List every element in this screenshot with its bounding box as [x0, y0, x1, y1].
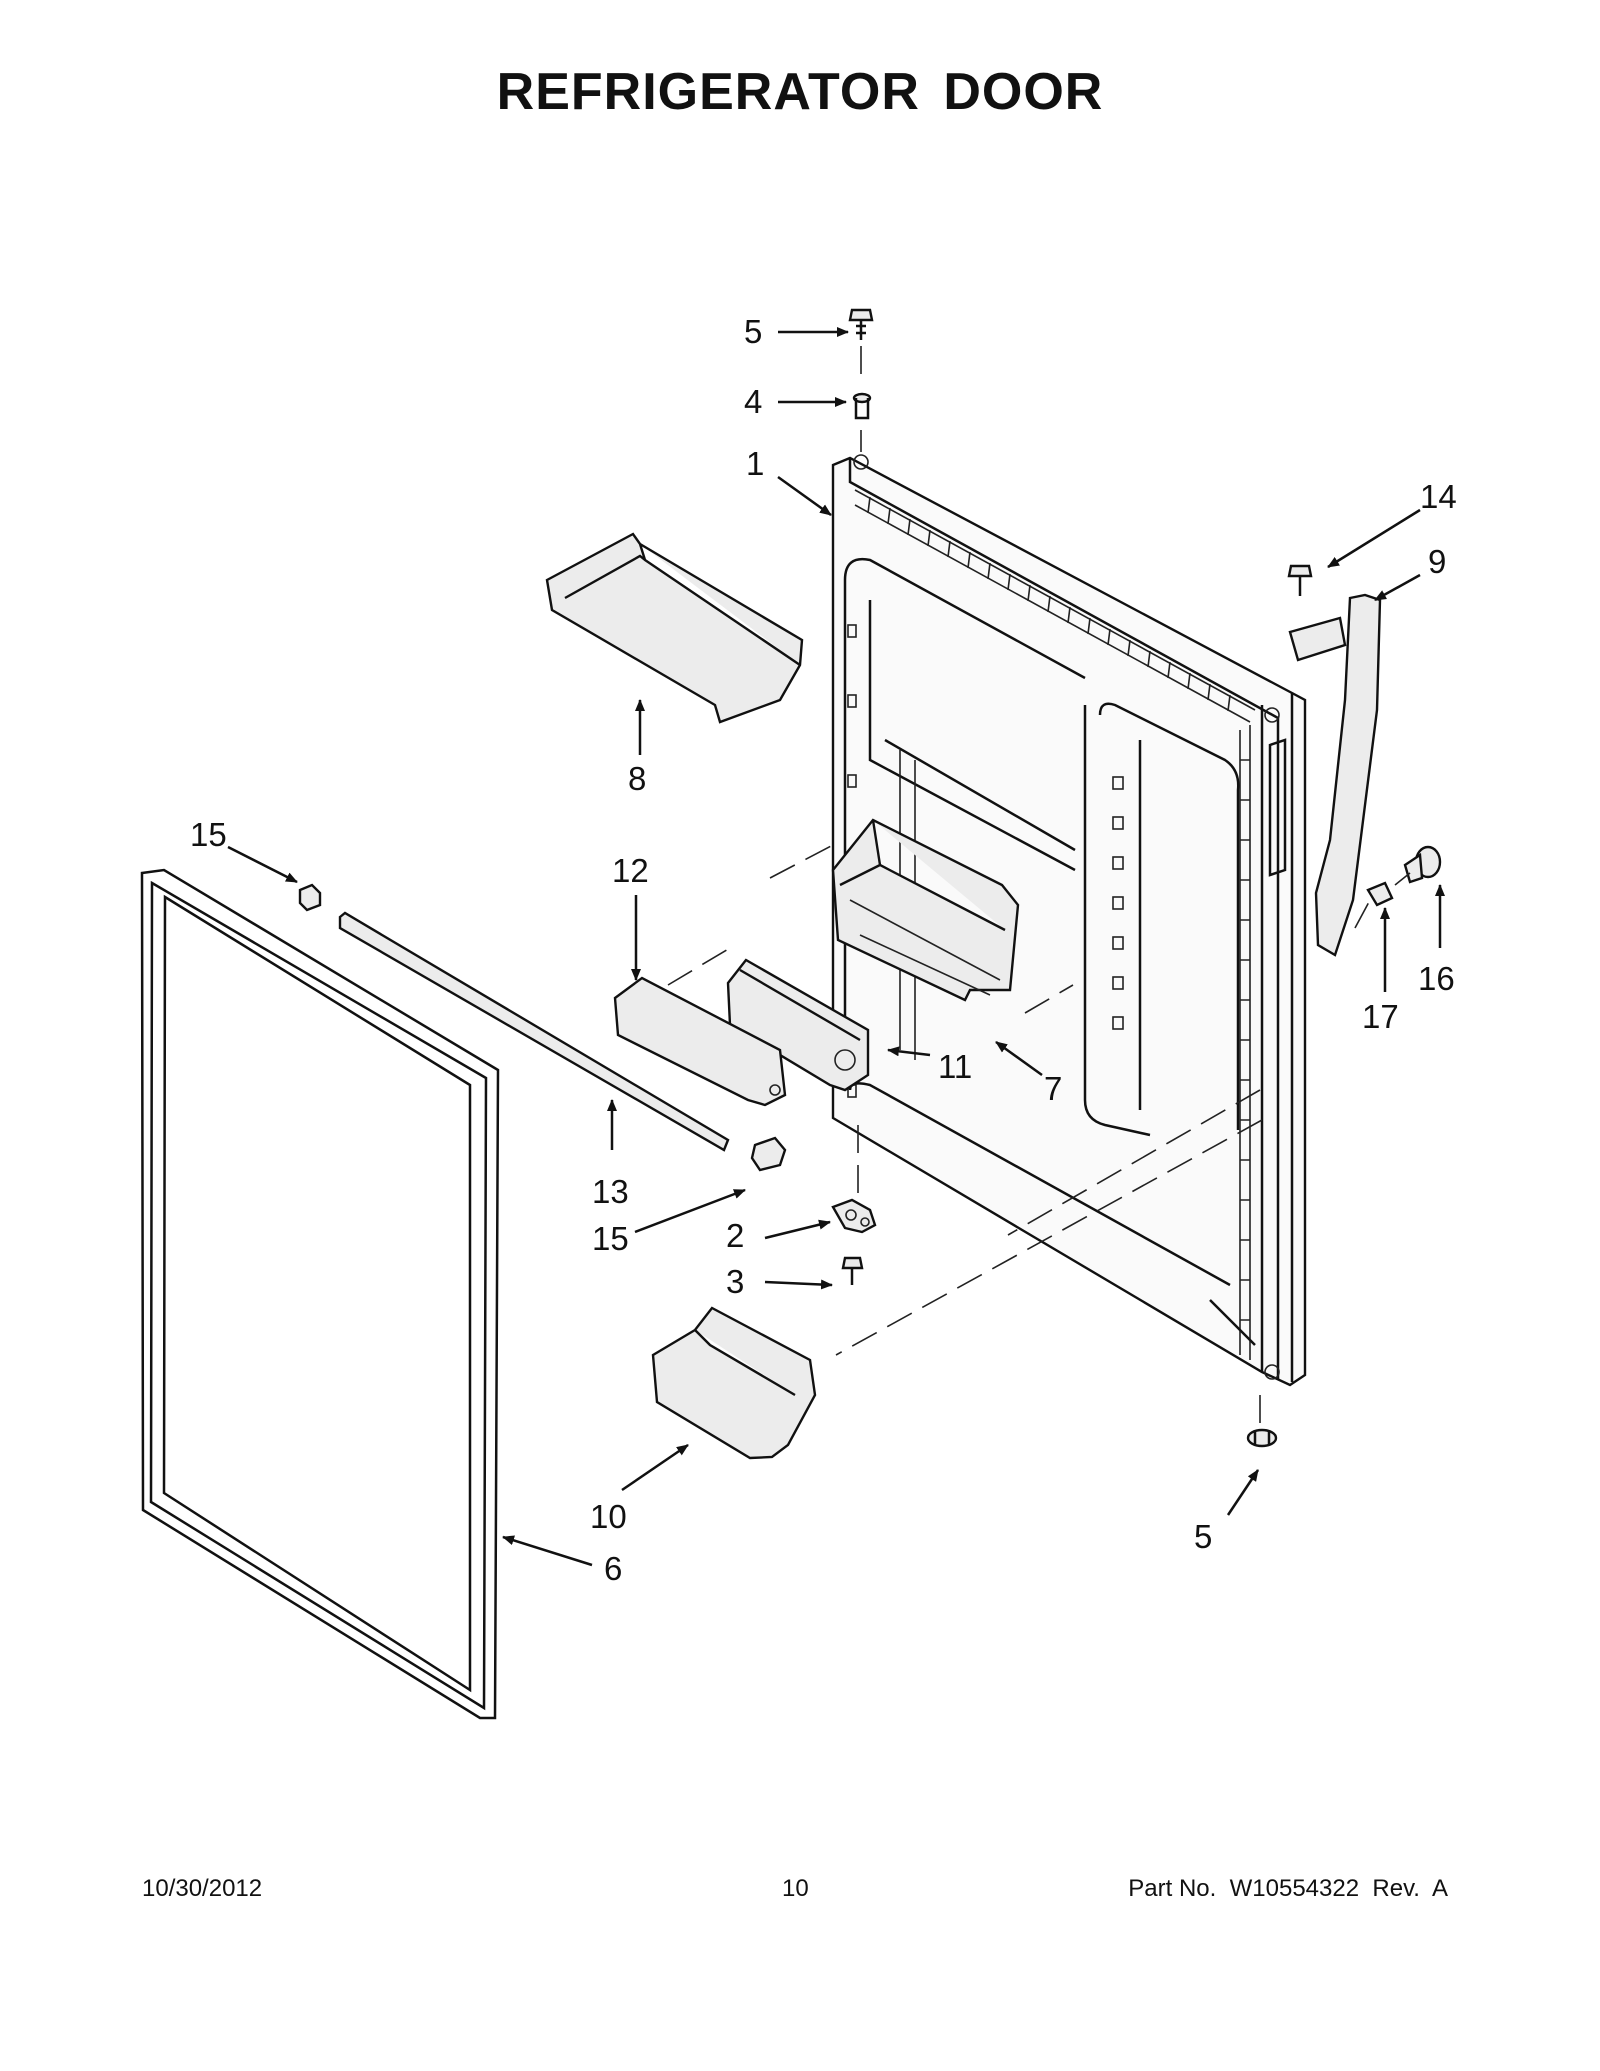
dairy-door-part [613, 976, 787, 1107]
end-cap-top-part [298, 883, 322, 912]
screw-icon-handle [1287, 564, 1313, 596]
callout-5-top: 5 [744, 313, 762, 350]
bushing-icon-bottom [1246, 1428, 1278, 1448]
callout-3: 3 [726, 1263, 744, 1300]
callout-11: 11 [938, 1048, 972, 1085]
callout-10: 10 [590, 1498, 627, 1535]
footer-page-number: 10 [782, 1875, 809, 1902]
callout-9: 9 [1428, 543, 1446, 580]
callout-4: 4 [744, 383, 762, 420]
button-icon [1403, 845, 1442, 884]
callout-16: 16 [1418, 960, 1455, 997]
end-cap-bottom-part [750, 1136, 787, 1172]
callout-14: 14 [1420, 478, 1457, 515]
callout-2: 2 [726, 1217, 744, 1254]
callout-15-bottom: 15 [592, 1220, 629, 1257]
callout-15-top: 15 [190, 816, 227, 853]
door-bin-upper-part [545, 532, 804, 724]
handle-bracket-part [1288, 616, 1347, 662]
callout-17: 17 [1362, 998, 1399, 1035]
spring-icon [1366, 881, 1394, 907]
footer-part-number: Part No. W10554322 Rev. A [1128, 1875, 1448, 1902]
hinge-rail-part [338, 911, 730, 1152]
center-bin-part [831, 818, 1020, 1002]
callout-12: 12 [612, 852, 649, 889]
callout-13: 13 [592, 1173, 629, 1210]
bushing-icon [852, 392, 872, 420]
callout-7: 7 [1044, 1070, 1062, 1107]
callout-8: 8 [628, 760, 646, 797]
page-title: REFRIGERATOR DOOR [496, 63, 1104, 121]
screw-icon-hinge [841, 1256, 864, 1285]
door-bin-lower-part [651, 1306, 817, 1460]
callout-1: 1 [746, 445, 764, 482]
door-gasket-part [140, 868, 500, 1720]
hinge-plate-icon [831, 1198, 877, 1234]
door-liner-part [831, 454, 1307, 1387]
screw-icon-top [848, 308, 874, 340]
footer-date: 10/30/2012 [142, 1875, 263, 1902]
callout-6: 6 [604, 1550, 622, 1587]
callout-5-bottom: 5 [1194, 1518, 1212, 1555]
